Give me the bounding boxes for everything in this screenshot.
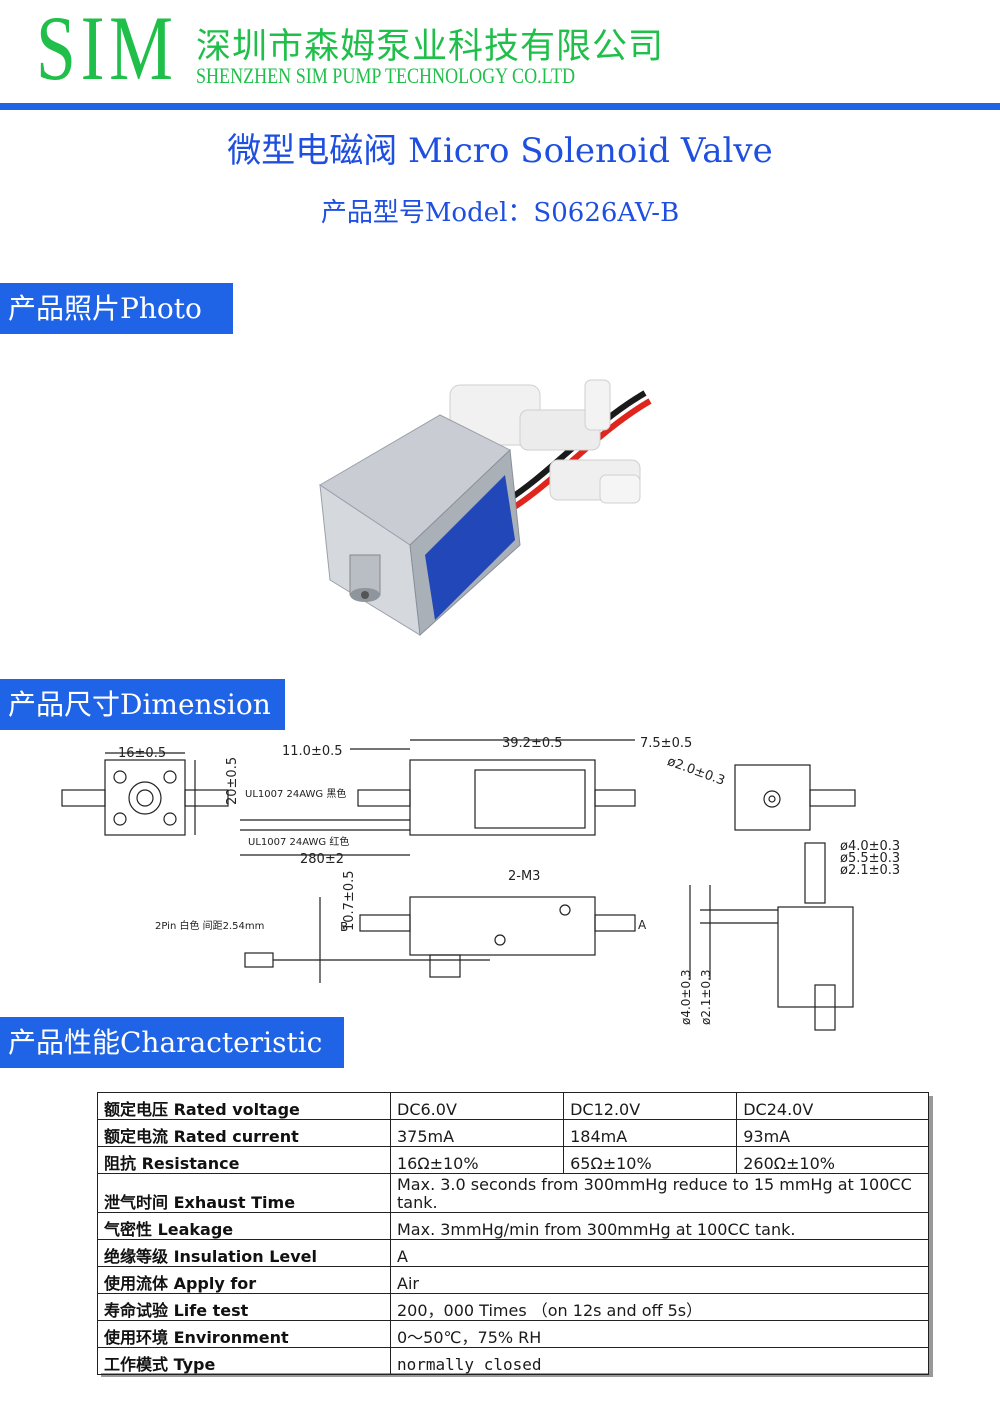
table-row: 气密性 Leakage Max. 3mmHg/min from 300mmHg … [97, 1212, 929, 1240]
spec-value: 184mA [563, 1119, 738, 1147]
front-view [61, 752, 229, 836]
table-row: 额定电流 Rated current 375mA 184mA 93mA [97, 1119, 929, 1147]
product-title: 微型电磁阀 Micro Solenoid Valve [227, 131, 773, 171]
table-row: 寿命试验 Life test 200，000 Times （on 12s and… [97, 1293, 929, 1321]
spec-label: 工作模式 Type [97, 1347, 391, 1375]
spec-value: normally closed [390, 1347, 929, 1375]
dim-dia-outer-v: ø4.0±0.3 [679, 969, 693, 1025]
model-number: 产品型号Model：S0626AV-B [320, 198, 680, 228]
table-row: 阻抗 Resistance 16Ω±10% 65Ω±10% 260Ω±10% [97, 1146, 929, 1174]
dim-dia-inner-v: ø2.1±0.3 [699, 969, 713, 1025]
spec-value: 65Ω±10% [563, 1146, 738, 1174]
table-shadow-bottom [101, 1373, 933, 1377]
spec-value: 260Ω±10% [736, 1146, 929, 1174]
dim-lead: 11.0±0.5 [282, 744, 343, 759]
dimension-drawing: 16±0.5 20±0.5 11.0±0.5 39.2±0.5 7.5±0.5 … [61, 736, 900, 1031]
dim-height: 20±0.5 [225, 757, 240, 805]
dim-dia-inner: ø2.1±0.3 [840, 863, 900, 878]
company-logo: SIM [36, 0, 178, 99]
spec-label: 阻抗 Resistance [97, 1146, 391, 1174]
dim-dia-outer: ø4.0±0.3 [840, 839, 900, 854]
dim-wire-length: 280±2 [300, 852, 344, 867]
spec-value: 375mA [389, 1119, 565, 1147]
spec-label: 绝缘等级 Insulation Level [97, 1239, 391, 1267]
dim-offset: 10.7±0.5 [342, 870, 357, 931]
port-view [734, 764, 856, 831]
spec-label: 泄气时间 Exhaust Time [97, 1173, 391, 1213]
dim-body: 39.2±0.5 [502, 736, 563, 751]
spec-value: 16Ω±10% [389, 1146, 565, 1174]
port-a-label: A [638, 918, 647, 932]
spec-value: DC12.0V [563, 1092, 738, 1120]
spec-table: 额定电压 Rated voltage DC6.0V DC12.0V DC24.0… [97, 1092, 929, 1375]
table-row: 泄气时间 Exhaust Time Max. 3.0 seconds from … [97, 1173, 929, 1213]
wire-black-label: UL1007 24AWG 黑色 [245, 787, 346, 800]
table-row: 额定电压 Rated voltage DC6.0V DC12.0V DC24.0… [97, 1092, 929, 1120]
connector-label: 2Pin 白色 间距2.54mm [155, 919, 264, 932]
dim-dia-mid: ø5.5±0.3 [840, 851, 900, 866]
table-row: 使用流体 Apply for Air [97, 1266, 929, 1294]
table-row: 绝缘等级 Insulation Level A [97, 1239, 929, 1267]
spec-value: DC6.0V [389, 1092, 565, 1120]
product-photo [319, 379, 652, 637]
spec-value: Max. 3.0 seconds from 300mmHg reduce to … [390, 1173, 929, 1213]
table-row: 工作模式 Type normally closed [97, 1347, 929, 1375]
spec-label: 寿命试验 Life test [97, 1293, 391, 1321]
port-b-label: B [340, 920, 348, 934]
table-shadow-right [929, 1096, 933, 1377]
spec-value: A [390, 1239, 929, 1267]
section-dimension-label: 产品尺寸Dimension [0, 679, 285, 730]
dim-nozzle: 7.5±0.5 [640, 736, 692, 751]
dim-width: 16±0.5 [118, 746, 166, 761]
company-name-cn: 深圳市森姆泵业科技有限公司 [196, 27, 665, 67]
section-characteristic-label: 产品性能Characteristic [0, 1017, 344, 1068]
spec-label: 使用环境 Environment [97, 1320, 391, 1348]
spec-value: 93mA [736, 1119, 929, 1147]
spec-label: 使用流体 Apply for [97, 1266, 391, 1294]
table-row: 使用环境 Environment 0～50℃，75% RH [97, 1320, 929, 1348]
spec-value: DC24.0V [736, 1092, 929, 1120]
spec-value: Air [390, 1266, 929, 1294]
spec-value: Max. 3mmHg/min from 300mmHg at 100CC tan… [390, 1212, 929, 1240]
mount-holes: 2-M3 [508, 869, 540, 884]
header-divider [0, 103, 1000, 110]
spec-label: 额定电流 Rated current [97, 1119, 391, 1147]
section-view [689, 842, 854, 1031]
wire-red-label: UL1007 24AWG 红色 [248, 835, 349, 848]
section-photo-label: 产品照片Photo [0, 283, 233, 334]
company-name-en: SHENZHEN SIM PUMP TECHNOLOGY CO.LTD [196, 63, 576, 88]
bottom-view [244, 896, 636, 983]
dim-port-dia: ø2.0±0.3 [665, 754, 727, 789]
spec-label: 气密性 Leakage [97, 1212, 391, 1240]
spec-value: 200，000 Times （on 12s and off 5s） [390, 1293, 929, 1321]
spec-label: 额定电压 Rated voltage [97, 1092, 391, 1120]
side-view [240, 739, 636, 856]
spec-value: 0～50℃，75% RH [390, 1320, 929, 1348]
